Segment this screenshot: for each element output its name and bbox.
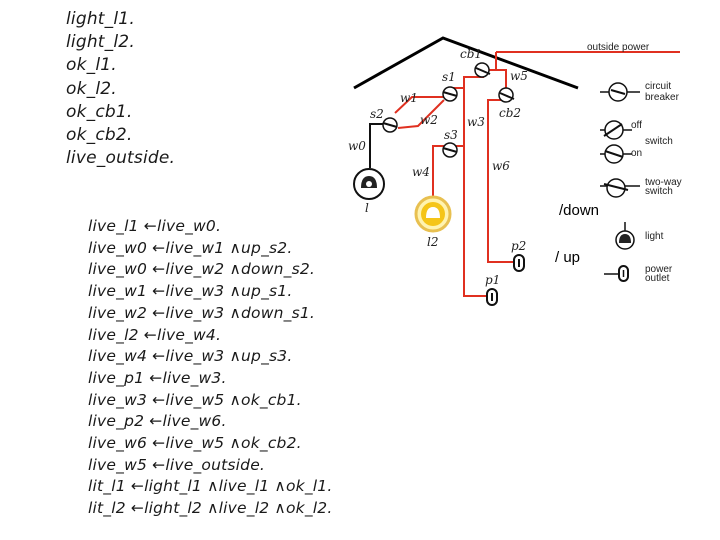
label-w5: w5: [510, 69, 528, 83]
wire-w3: [463, 76, 490, 297]
circuit-breaker-cb2: [498, 87, 515, 103]
circuit-breaker-cb1: [474, 62, 491, 78]
rule: lit_l2 ←light_l2 ∧live_l2 ∧ok_l2.: [88, 499, 333, 518]
rule: live_w3 ←live_w5 ∧ok_cb1.: [88, 390, 302, 409]
fact: live_outside.: [66, 148, 176, 169]
rule: lit_l1 ←light_l1 ∧live_l1 ∧ok_l1.: [88, 477, 333, 496]
rule: live_l1 ←live_w0.: [88, 217, 222, 235]
label-w4: w4: [412, 165, 430, 179]
rule: live_w5 ←live_outside.: [88, 455, 266, 474]
legend-light: light: [645, 231, 664, 242]
label-l2: l2: [427, 235, 438, 249]
wire-w2: [397, 99, 445, 129]
light-l2-icon: [414, 195, 452, 233]
switch-s3: [442, 142, 458, 158]
fact: ok_cb2.: [66, 125, 133, 146]
rule: live_w0 ←live_w1 ∧up_s2.: [88, 238, 293, 257]
switch-s1: [442, 86, 458, 102]
fact: ok_l1.: [66, 55, 117, 76]
label-w3: w3: [467, 115, 485, 129]
roof-line: [353, 36, 579, 90]
rule: live_p1 ←live_w3.: [88, 368, 227, 387]
legend-light-icon: [615, 222, 635, 250]
rule: live_p2 ←live_w6.: [88, 412, 227, 431]
label-p2: p2: [511, 239, 526, 253]
wire-w6: [487, 99, 518, 263]
label-p1: p1: [485, 273, 500, 287]
label-w0: w0: [348, 139, 366, 153]
light-l1-icon: [353, 168, 385, 200]
legend-circuit-breaker-icon: [600, 82, 640, 102]
label-s2: s2: [370, 107, 384, 121]
rule: live_w1 ←live_w3 ∧up_s1.: [88, 282, 293, 301]
label-s1: s1: [442, 70, 456, 84]
wire-w1: [394, 96, 444, 114]
rule: live_w2 ←live_w3 ∧down_s1.: [88, 303, 316, 322]
annotation-down: /down: [559, 202, 600, 219]
rules-list: live_l1 ←live_w0. live_w0 ←live_w1 ∧up_s…: [88, 216, 332, 520]
label-cb1: cb1: [460, 47, 482, 61]
rule: live_w6 ←live_w5 ∧ok_cb2.: [88, 434, 302, 453]
label-w6: w6: [492, 159, 510, 173]
legend-switch-on-icon: [600, 144, 632, 164]
rule: live_w0 ←live_w2 ∧down_s2.: [88, 260, 316, 279]
outlet-p1-icon: [486, 288, 498, 306]
label-w1: w1: [400, 91, 418, 105]
outlet-p2-icon: [513, 254, 525, 272]
wire-w5-cb2: [496, 69, 507, 92]
label-cb2: cb2: [499, 106, 521, 120]
fact: ok_l2.: [66, 78, 117, 99]
rule: live_w4 ←live_w3 ∧up_s3.: [88, 347, 293, 366]
legend-switch-on: on: [631, 148, 642, 159]
legend-switch-off-icon: [600, 120, 632, 140]
legend-switch: switch: [645, 136, 673, 147]
rule: live_l2 ←live_w4.: [88, 325, 222, 344]
annotation-up: / up: [555, 249, 581, 266]
legend-outside-power: outside power: [587, 42, 650, 53]
fact: light_l1.: [66, 9, 135, 29]
fact: ok_cb1.: [66, 101, 133, 122]
wire-w4: [432, 145, 444, 200]
label-l1: l: [365, 201, 369, 215]
label-w2: w2: [420, 113, 438, 127]
facts-list: light_l1. light_l2. ok_l1. ok_l2. ok_cb1…: [66, 8, 175, 170]
fact: light_l2.: [66, 32, 135, 53]
wire-w0: [369, 123, 384, 168]
switch-s2: [382, 117, 398, 133]
wiring: [394, 51, 680, 297]
legend-switch-off: off: [631, 120, 642, 131]
legend-two-way-switch-icon: [600, 178, 640, 198]
label-s3: s3: [444, 128, 458, 142]
legend-power-outlet-icon: [604, 265, 629, 282]
